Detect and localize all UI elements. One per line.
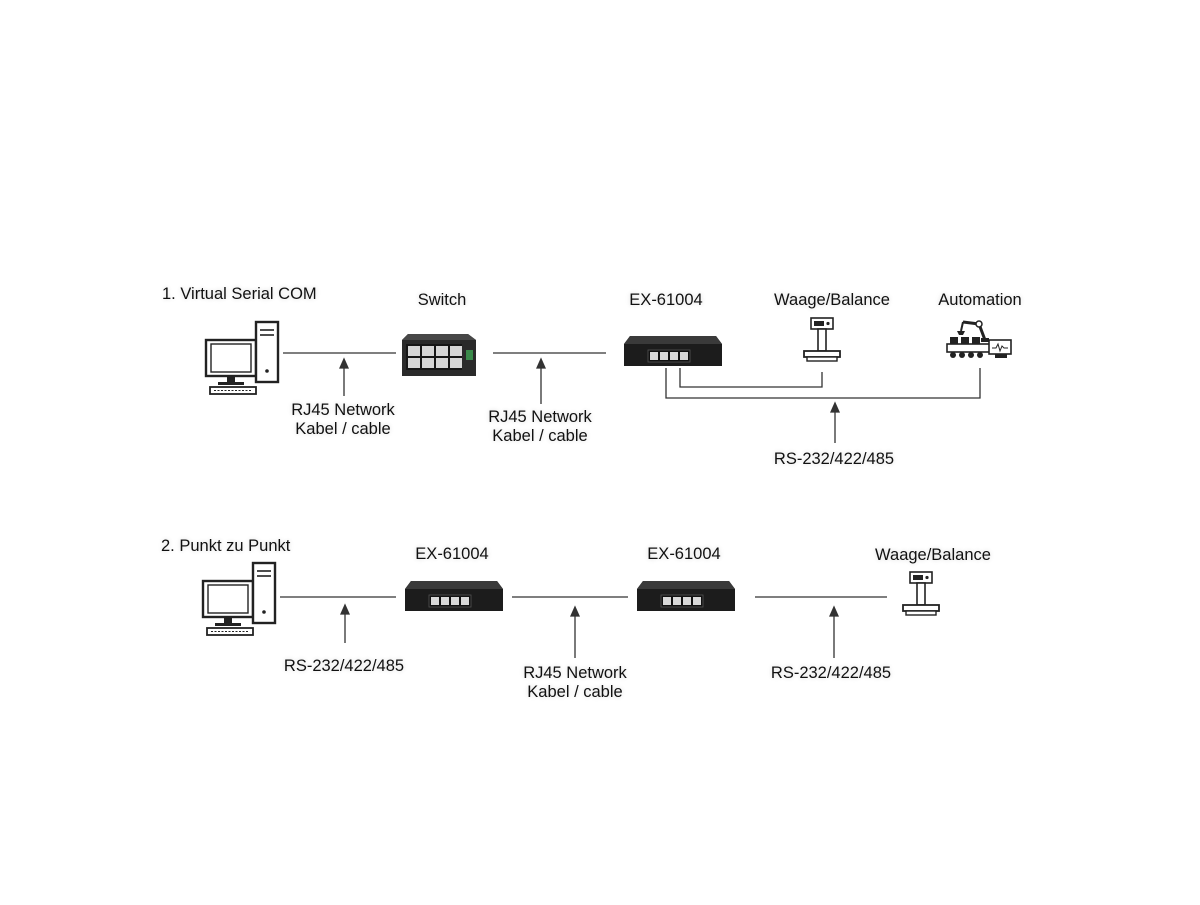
serial-device-server-icon — [404, 580, 504, 612]
section1-title: 1. Virtual Serial COM — [162, 285, 317, 303]
automation-robot-icon — [946, 320, 1012, 358]
automation-label: Automation — [938, 291, 1022, 309]
cable-label-line1: RJ45 Network — [488, 408, 592, 426]
network-cable-label: RJ45 Network Kabel / cable — [523, 664, 627, 702]
cable-label-line1: RJ45 Network — [291, 401, 395, 419]
scale-icon — [902, 571, 940, 616]
serial-label: RS-232/422/485 — [770, 664, 892, 682]
section1-connections — [283, 352, 981, 399]
scale-icon — [803, 317, 841, 362]
scale-label: Waage/Balance — [875, 546, 991, 564]
serial-device-server-icon — [623, 335, 723, 367]
computer-icon — [204, 320, 280, 396]
network-cable-label: RJ45 Network Kabel / cable — [291, 401, 395, 439]
cable-label-line2: Kabel / cable — [527, 683, 623, 701]
converter-label: EX-61004 — [629, 291, 703, 309]
cable-label-line1: RJ45 Network — [523, 664, 627, 682]
section1-arrows — [338, 357, 841, 443]
serial-label: RS-232/422/485 — [773, 450, 895, 468]
network-cable-label: RJ45 Network Kabel / cable — [488, 408, 592, 446]
section2-arrows — [339, 603, 840, 658]
serial-label: RS-232/422/485 — [283, 657, 405, 675]
scale-label: Waage/Balance — [774, 291, 890, 309]
cable-label-line2: Kabel / cable — [295, 420, 391, 438]
serial-device-server-icon — [636, 580, 736, 612]
converter-label: EX-61004 — [415, 545, 489, 563]
network-switch-icon — [402, 334, 476, 376]
converter-label: EX-61004 — [647, 545, 721, 563]
switch-label: Switch — [417, 291, 467, 309]
section2-title: 2. Punkt zu Punkt — [161, 537, 291, 555]
cable-label-line2: Kabel / cable — [492, 427, 588, 445]
computer-icon — [201, 561, 277, 637]
